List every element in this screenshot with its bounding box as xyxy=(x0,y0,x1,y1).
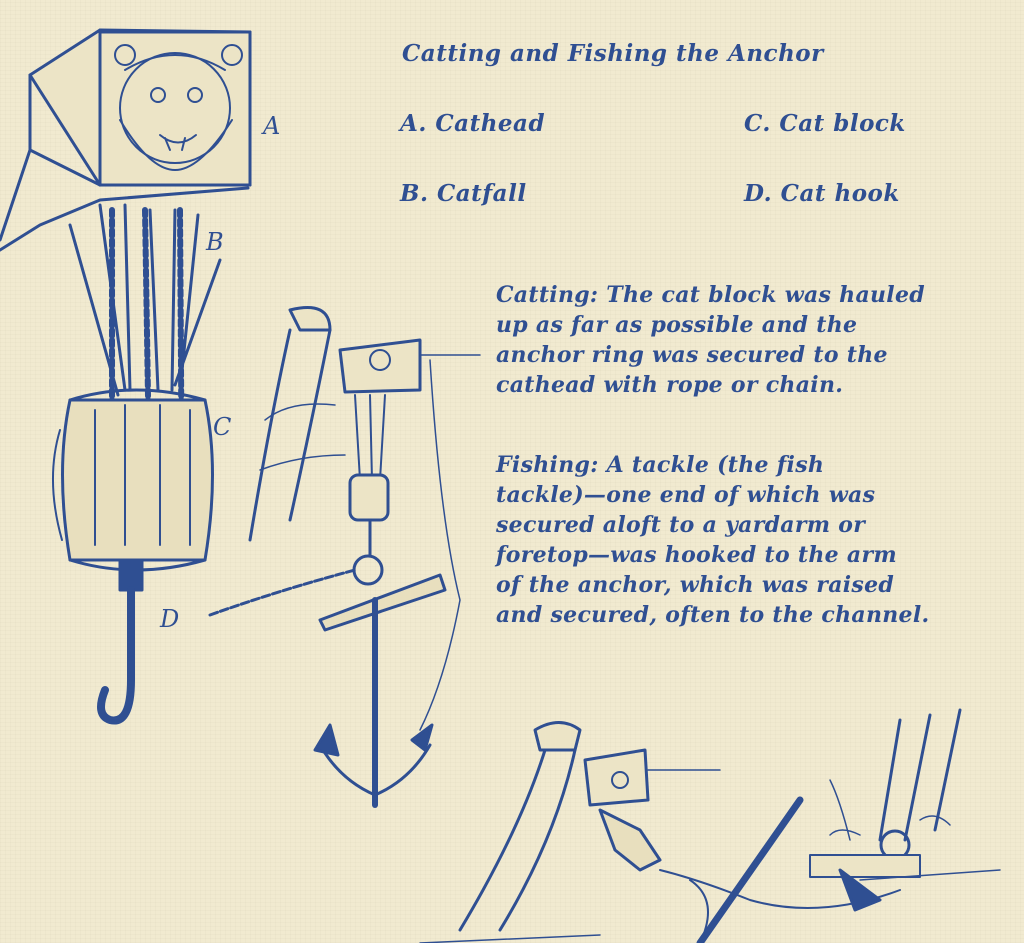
cat-block-drawing xyxy=(53,390,213,570)
legend-item-cat-block: C. Cat block xyxy=(744,110,906,137)
legend-item-cathead: A. Cathead xyxy=(400,110,545,137)
cat-hook-drawing xyxy=(101,560,142,721)
figure-label-b: B xyxy=(206,228,224,256)
catting-line: up as far as possible and the xyxy=(496,310,1006,340)
fishing-line: of the anchor, which was raised xyxy=(496,570,1006,600)
middle-ship-drawing xyxy=(210,308,480,806)
legend-item-cat-hook: D. Cat hook xyxy=(744,180,900,207)
bottom-ship-drawing xyxy=(420,710,1000,943)
fishing-line: foretop—was hooked to the arm xyxy=(496,540,1006,570)
figure-label-a: A xyxy=(263,112,280,140)
figure-label-c: C xyxy=(213,413,231,441)
fishing-line: Fishing: A tackle (the fish xyxy=(496,450,1006,480)
catting-line: Catting: The cat block was hauled xyxy=(496,280,1006,310)
fishing-line: secured aloft to a yardarm or xyxy=(496,510,1006,540)
figure-label-d: D xyxy=(160,605,179,633)
fishing-line: tackle)—one end of which was xyxy=(496,480,1006,510)
fishing-paragraph: Fishing: A tackle (the fish tackle)—one … xyxy=(496,450,1006,630)
catting-line: cathead with rope or chain. xyxy=(496,370,1006,400)
catting-line: anchor ring was secured to the xyxy=(496,340,1006,370)
catting-paragraph: Catting: The cat block was hauled up as … xyxy=(496,280,1006,400)
fishing-line: and secured, often to the channel. xyxy=(496,600,1006,630)
page-title: Catting and Fishing the Anchor xyxy=(402,40,824,67)
legend-item-catfall: B. Catfall xyxy=(400,180,527,207)
